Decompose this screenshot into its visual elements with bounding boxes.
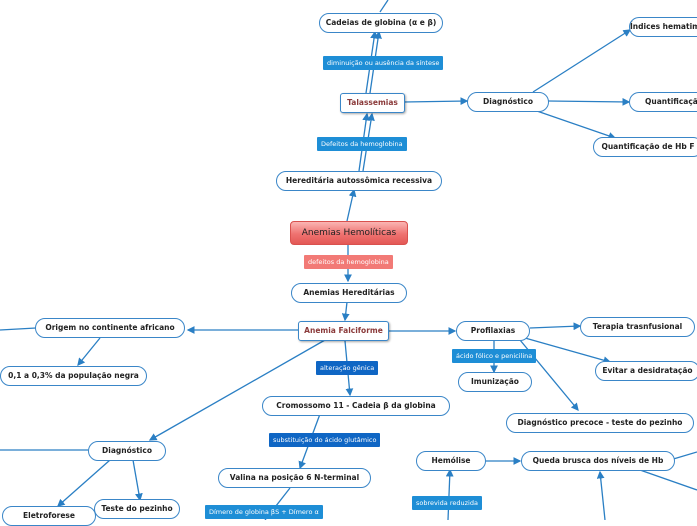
node-cadeias-globina[interactable]: Cadeias de globina (α e β): [319, 13, 443, 33]
edge: [533, 109, 617, 140]
label-defeitos-talassemia: Defeitos da hemoglobina: [317, 137, 407, 151]
edge: [148, 339, 326, 441]
edge: [77, 337, 101, 367]
node-hemolise[interactable]: Hemólise: [416, 451, 486, 471]
node-terapia-transfusional[interactable]: Terapia trasnfusional: [580, 317, 695, 337]
label-sobrevida-reduzida: sobrevida reduzida: [412, 496, 482, 510]
node-teste-pezinho[interactable]: Teste do pezinho: [94, 499, 180, 519]
node-percentual-populacao[interactable]: 0,1 a 0,3% da população negra: [0, 366, 147, 386]
node-quantificacao[interactable]: Quantificação: [629, 92, 697, 112]
label-dimero: Dímero de globina βS + Dímero α: [205, 505, 323, 519]
edge: [547, 98, 631, 106]
edge: [379, 0, 389, 13]
node-profilaxias[interactable]: Profilaxias: [456, 321, 530, 341]
node-origem-africano[interactable]: Origem no continente africano: [35, 318, 185, 338]
label-alteracao-genica: alteração gênica: [316, 361, 379, 375]
node-imunizacao[interactable]: Imunização: [458, 372, 532, 392]
edge: [524, 337, 612, 364]
node-queda-hb[interactable]: Queda brusca dos níveis de Hb: [521, 451, 675, 471]
edge: [57, 459, 111, 507]
label-substituicao: substituição do ácido glutâmico: [269, 433, 381, 447]
node-anemia-falciforme[interactable]: Anemia Falciforme: [298, 321, 389, 341]
edge: [346, 188, 357, 222]
label-diminuicao-sintese: diminuição ou ausência da síntese: [323, 56, 444, 70]
node-talassemias[interactable]: Talassemias: [340, 93, 405, 113]
node-diagnostico-falciforme[interactable]: Diagnóstico: [88, 441, 166, 461]
central-topic[interactable]: Anemias Hemolíticas: [290, 221, 408, 245]
node-anemias-hereditarias[interactable]: Anemias Hereditárias: [291, 283, 407, 303]
node-eletroforese[interactable]: Eletroforese: [2, 506, 96, 526]
edge: [341, 301, 350, 322]
node-cromossomo-11[interactable]: Cromossomo 11 - Cadeia β da globina: [262, 396, 450, 416]
edge: [529, 322, 582, 331]
edge: [403, 97, 469, 106]
edge: [445, 468, 454, 520]
node-quantificacao-hbf[interactable]: Quantificação de Hb F: [593, 137, 697, 157]
edge: [639, 469, 697, 491]
edge: [532, 29, 632, 93]
edge: [0, 327, 37, 331]
node-diagnostico-precoce[interactable]: Diagnóstico precoce - teste do pezinho: [506, 413, 694, 433]
node-indices-hematimetricos[interactable]: Índices hematimétricos: [629, 17, 697, 37]
label-acido-folico: ácido fólico e penicilina: [452, 349, 537, 363]
node-valina[interactable]: Valina na posição 6 N-terminal: [218, 468, 371, 488]
node-diagnostico-talassemia[interactable]: Diagnóstico: [467, 92, 549, 112]
label-defeitos-hemoglobina: defeitos da hemoglobina: [304, 255, 393, 269]
edge: [132, 459, 143, 502]
node-hereditaria-recessiva[interactable]: Hereditária autossômica recessiva: [276, 171, 442, 191]
edge: [596, 470, 606, 520]
node-evitar-desidratacao[interactable]: Evitar a desidratação: [595, 361, 697, 381]
